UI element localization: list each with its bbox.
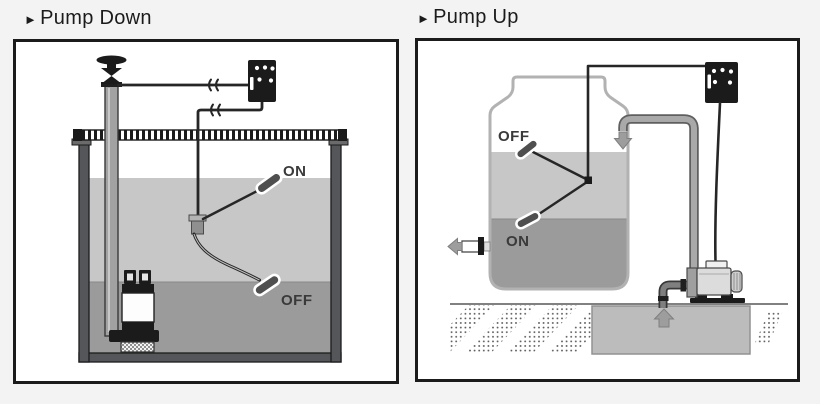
arrow-bullet-icon: ► <box>417 10 431 26</box>
motor-fins <box>730 270 743 293</box>
flow-down-arrow-icon <box>613 131 633 150</box>
on-label: ON <box>283 163 307 180</box>
float-switch-upper <box>255 171 283 195</box>
control-box <box>705 62 738 103</box>
flow-up-arrow-icon <box>653 308 675 328</box>
panel-title-text: Pump Down <box>40 7 152 29</box>
gate-valve-icon <box>96 55 127 84</box>
float-switch-lower <box>515 210 541 230</box>
underground-reservoir <box>591 305 751 355</box>
discharge-pipe <box>618 114 699 270</box>
float-switch-upper <box>514 138 540 160</box>
pump-strainer <box>120 341 155 353</box>
storage-tank <box>488 75 630 291</box>
control-box <box>248 60 276 102</box>
float-cable-upper <box>201 186 265 221</box>
cable-anchor <box>188 214 207 235</box>
surface-pump <box>686 260 745 303</box>
cable-coupler-icon <box>210 103 221 117</box>
off-label: OFF <box>281 292 313 309</box>
pump-up-title: ► Pump Up <box>417 7 519 27</box>
float-cable-lower <box>534 180 589 218</box>
tank-water <box>490 152 628 289</box>
on-label: ON <box>506 233 530 250</box>
power-cable <box>116 78 264 220</box>
arrow-bullet-icon: ► <box>24 11 38 27</box>
terminal-dots <box>711 67 734 85</box>
power-cable <box>586 64 707 182</box>
pump-power-cable <box>714 101 722 264</box>
pump-down-panel: ON OFF <box>13 39 399 384</box>
float-cable-upper <box>531 150 588 181</box>
suction-pipe <box>658 279 690 308</box>
outlet-pipe <box>461 237 491 255</box>
pump-down-title: ► Pump Down <box>24 8 152 28</box>
pump-up-diagram: OFF ON <box>447 62 788 355</box>
ground-hatch <box>450 305 783 352</box>
pump-down-diagram: ON OFF <box>71 55 349 363</box>
float-switch-lower <box>253 273 281 297</box>
cable-coupler-icon <box>208 78 219 92</box>
submersible-pump <box>109 270 159 353</box>
panel-title-text: Pump Up <box>433 6 519 28</box>
flow-out-arrow-icon <box>447 237 463 256</box>
terminal-dots <box>254 65 275 83</box>
cable-junction <box>584 176 592 184</box>
off-label: OFF <box>498 128 530 145</box>
pump-up-panel: OFF ON <box>415 38 800 382</box>
tank-lid <box>73 129 347 141</box>
float-cable-lower <box>192 232 261 282</box>
sump-tank <box>71 129 349 363</box>
